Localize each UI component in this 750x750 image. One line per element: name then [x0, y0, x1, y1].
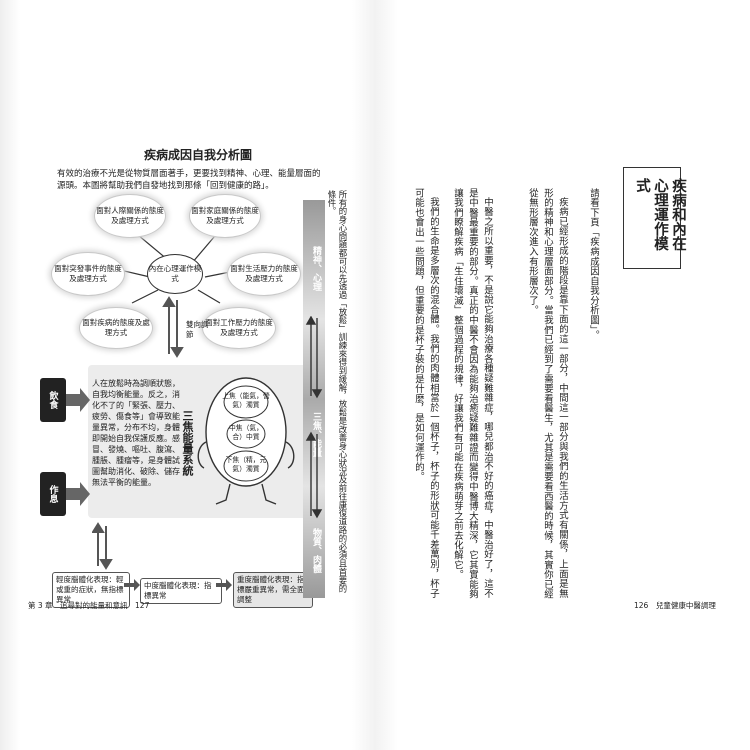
moderate-box: 中度腦體化表現：指標異常: [140, 578, 222, 604]
paragraph-3: 中醫之所以重要，不是說它能夠治療各種疑難雜症，哪兒都治不好的癌症，中醫治好了，這…: [452, 188, 493, 600]
relaxation-note: 所有的身心問題都可以先透過「放鬆」訓練來得到緩解，放鬆是改善身心狀況及前往康復道…: [327, 190, 348, 593]
paragraph-2: 疾病已經形成的階段是靠下面的這一部分，中間這一部分與我們的生活方式有關係，上面是…: [527, 188, 568, 600]
level-arrows-icon: [305, 316, 323, 519]
spine-shadow: [352, 0, 398, 750]
bubble-life-stress: 面對生活壓力的態度及處理方式: [228, 253, 300, 295]
section-title: 疾病和內在心理運作模式: [634, 178, 686, 251]
bubble-emergency: 面對突發事件的態度及處理方式: [52, 253, 124, 295]
middle-jiao-label: 中焦（氣，合）中質: [229, 424, 263, 441]
connector-line: [119, 269, 151, 278]
bubble-work-stress: 面對工作壓力的態度及處理方式: [203, 308, 275, 348]
bubble-illness: 面對疾病的態度及處理方式: [80, 308, 152, 348]
lower-jiao-label: 下焦（精，元氣）濁質: [225, 456, 267, 473]
right-footer: 126 兒童健康中醫調理: [634, 601, 716, 610]
diet-label: 飲食: [40, 378, 66, 422]
level-energy-label: 三焦、能量: [311, 412, 321, 457]
level-column: [303, 200, 325, 598]
two-way-arrow-icon: [162, 296, 184, 358]
bubble-interpersonal: 面對人際關係的態度及處理方式: [95, 195, 165, 237]
box-arrows-icon: [124, 579, 232, 591]
diagram-intro: 有效的治療不光是從物質層面著手，更要找到精神、心理、能量層面的源頭。本圖將幫助我…: [57, 169, 321, 191]
inner-mind-bubble: 內在心理運作模式: [147, 254, 203, 294]
section-title-box: [623, 167, 681, 269]
downward-arrow-icon: [92, 522, 113, 570]
sanjiao-label: 三焦能量系統: [181, 410, 194, 476]
paragraph-4: 我們的生命是多層次的混合體。我們的肉體相當於一個杯子，杯子的形狀可能千差萬別，杯…: [413, 188, 439, 599]
two-way-label: 雙向調節: [186, 320, 209, 339]
input-arrows-icon: [66, 388, 90, 506]
diagram-title: 疾病成因自我分析圖: [143, 148, 252, 162]
severe-box: 重度腦體化表現：指標嚴重異常，需全面調整: [233, 572, 313, 608]
rest-label: 作息: [40, 472, 66, 516]
paragraph-1: 請看下頁「疾病成因自我分析圖」。: [588, 188, 599, 340]
level-body-label: 物質、肉體: [311, 528, 321, 573]
connector-line: [197, 289, 221, 304]
bubble-family: 面對家庭關係的態度及處理方式: [190, 195, 260, 237]
sanjiao-description: 人在放鬆時為調順狀態，自我均衡能量。反之，消化不了的「緊張、壓力、疲勞、傷食等」…: [92, 379, 180, 487]
left-footer: 第 3 章 追尋對的能量和意訊 127: [28, 601, 150, 610]
connector-line: [131, 289, 159, 304]
level-spirit-label: 精神、心理: [311, 246, 321, 291]
mild-box: 輕度腦體化表現：輕或重的症狀，無指標異常: [52, 572, 130, 608]
body-figure-icon: [197, 377, 295, 505]
left-edge-shadow: [0, 0, 20, 750]
upper-jiao-label: 上焦（能氣，營氣）濁質: [222, 392, 270, 409]
section-title-inner: [629, 173, 673, 261]
